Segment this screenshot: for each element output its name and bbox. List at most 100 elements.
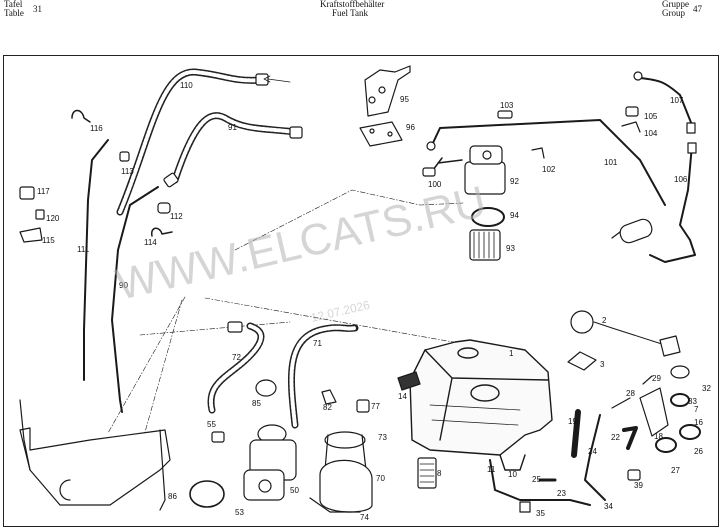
part-23: 23	[557, 489, 566, 498]
part-77: 77	[371, 402, 380, 411]
part-55: 55	[207, 420, 216, 429]
part-94: 94	[510, 211, 519, 220]
part-117: 117	[37, 187, 50, 196]
fitting-55	[211, 431, 225, 443]
pump-106	[611, 218, 653, 244]
tafel-label: Tafel	[4, 0, 23, 9]
part-50: 50	[290, 486, 299, 495]
watermark-site: WWW.ELCATS.RU	[111, 177, 490, 310]
page-title: Kraftstoffbehälter Fuel Tank	[320, 0, 384, 18]
ring-27	[655, 437, 677, 453]
part-110: 110	[180, 81, 193, 90]
part-33: 33	[688, 397, 697, 406]
part-24: 24	[588, 447, 597, 456]
part-91: 91	[228, 123, 237, 132]
part-72: 72	[232, 353, 241, 362]
part-labels: 1 2 3 7 8 10 11 14 16 18 19 22 23 24 25 …	[37, 81, 711, 522]
part-71: 71	[313, 339, 322, 348]
filter-element-93	[469, 229, 501, 261]
pipe-23-24	[489, 414, 606, 506]
sleeve-113	[119, 151, 130, 162]
part-39: 39	[634, 481, 643, 490]
part-70: 70	[376, 474, 385, 483]
clip-105	[625, 106, 639, 117]
pad-14	[397, 371, 421, 391]
screw-120	[35, 209, 45, 220]
part-93: 93	[506, 244, 515, 253]
part-113: 113	[121, 167, 134, 176]
cap-77	[356, 399, 370, 413]
table-label-en: Table	[4, 8, 24, 18]
hose-19	[571, 409, 581, 458]
part-92: 92	[510, 177, 519, 186]
part-22: 22	[611, 433, 620, 442]
grommet-85	[255, 379, 277, 397]
fitting-110	[255, 73, 269, 86]
clip-82	[321, 389, 337, 405]
part-86: 86	[168, 492, 177, 501]
part-26: 26	[694, 447, 703, 456]
part-116: 116	[90, 124, 103, 133]
watermark: WWW.ELCATS.RU 12.07.2026	[111, 177, 490, 325]
filler-neck-18	[639, 387, 669, 437]
part-11: 11	[487, 465, 496, 474]
part-53: 53	[235, 508, 244, 517]
part-102: 102	[542, 165, 556, 174]
sleeve-103	[497, 110, 513, 119]
group-label-en: Group	[662, 8, 685, 18]
gruppe-label: Gruppe	[662, 0, 689, 9]
part-101: 101	[604, 158, 618, 167]
clamp-70	[319, 459, 373, 513]
pipe-111	[83, 139, 109, 381]
fitting-72	[227, 321, 243, 333]
part-28: 28	[626, 389, 635, 398]
clip-28	[611, 397, 631, 409]
part-82: 82	[323, 403, 332, 412]
mount-73	[324, 431, 367, 471]
part-8: 8	[437, 469, 442, 478]
ring-26	[679, 424, 701, 440]
clip-29	[642, 375, 653, 385]
part-104: 104	[644, 129, 658, 138]
clip-104	[621, 121, 641, 133]
splash-shield-86	[19, 399, 171, 511]
pipe-106	[639, 77, 696, 263]
pipe-90	[111, 186, 159, 413]
part-111: 111	[77, 245, 90, 254]
ring-53	[189, 480, 225, 508]
part-103: 103	[500, 101, 514, 110]
group-label: Gruppe Group	[662, 0, 689, 18]
clip-114	[151, 227, 173, 237]
part-100: 100	[428, 180, 442, 189]
grommet-117	[19, 186, 35, 200]
part-114: 114	[144, 238, 157, 247]
part-25: 25	[532, 475, 541, 484]
table-number: 31	[33, 4, 42, 14]
part-85: 85	[252, 399, 261, 408]
arrow-line	[267, 78, 291, 83]
screw-35	[519, 501, 531, 513]
part-19: 19	[568, 417, 577, 426]
table-label: Tafel Table	[4, 0, 24, 18]
fitting-107	[633, 71, 643, 81]
part-2: 2	[602, 316, 607, 325]
group-number: 47	[693, 4, 702, 14]
strainer-8	[417, 457, 437, 489]
part-32: 32	[702, 384, 711, 393]
cap-32	[670, 365, 690, 379]
part-73: 73	[378, 433, 387, 442]
part-96: 96	[406, 123, 415, 132]
part-27: 27	[671, 466, 680, 475]
part-18: 18	[654, 432, 663, 441]
seal-ring-94	[471, 207, 505, 227]
sleeve-112	[157, 202, 171, 214]
part-95: 95	[400, 95, 409, 104]
part-16: 16	[694, 418, 703, 427]
part-115: 115	[42, 236, 55, 245]
clip-116	[71, 109, 91, 123]
part-90: 90	[119, 281, 128, 290]
part-7: 7	[694, 405, 699, 414]
part-112: 112	[170, 212, 183, 221]
gasket-3	[567, 351, 597, 371]
pipe-101	[431, 119, 666, 206]
